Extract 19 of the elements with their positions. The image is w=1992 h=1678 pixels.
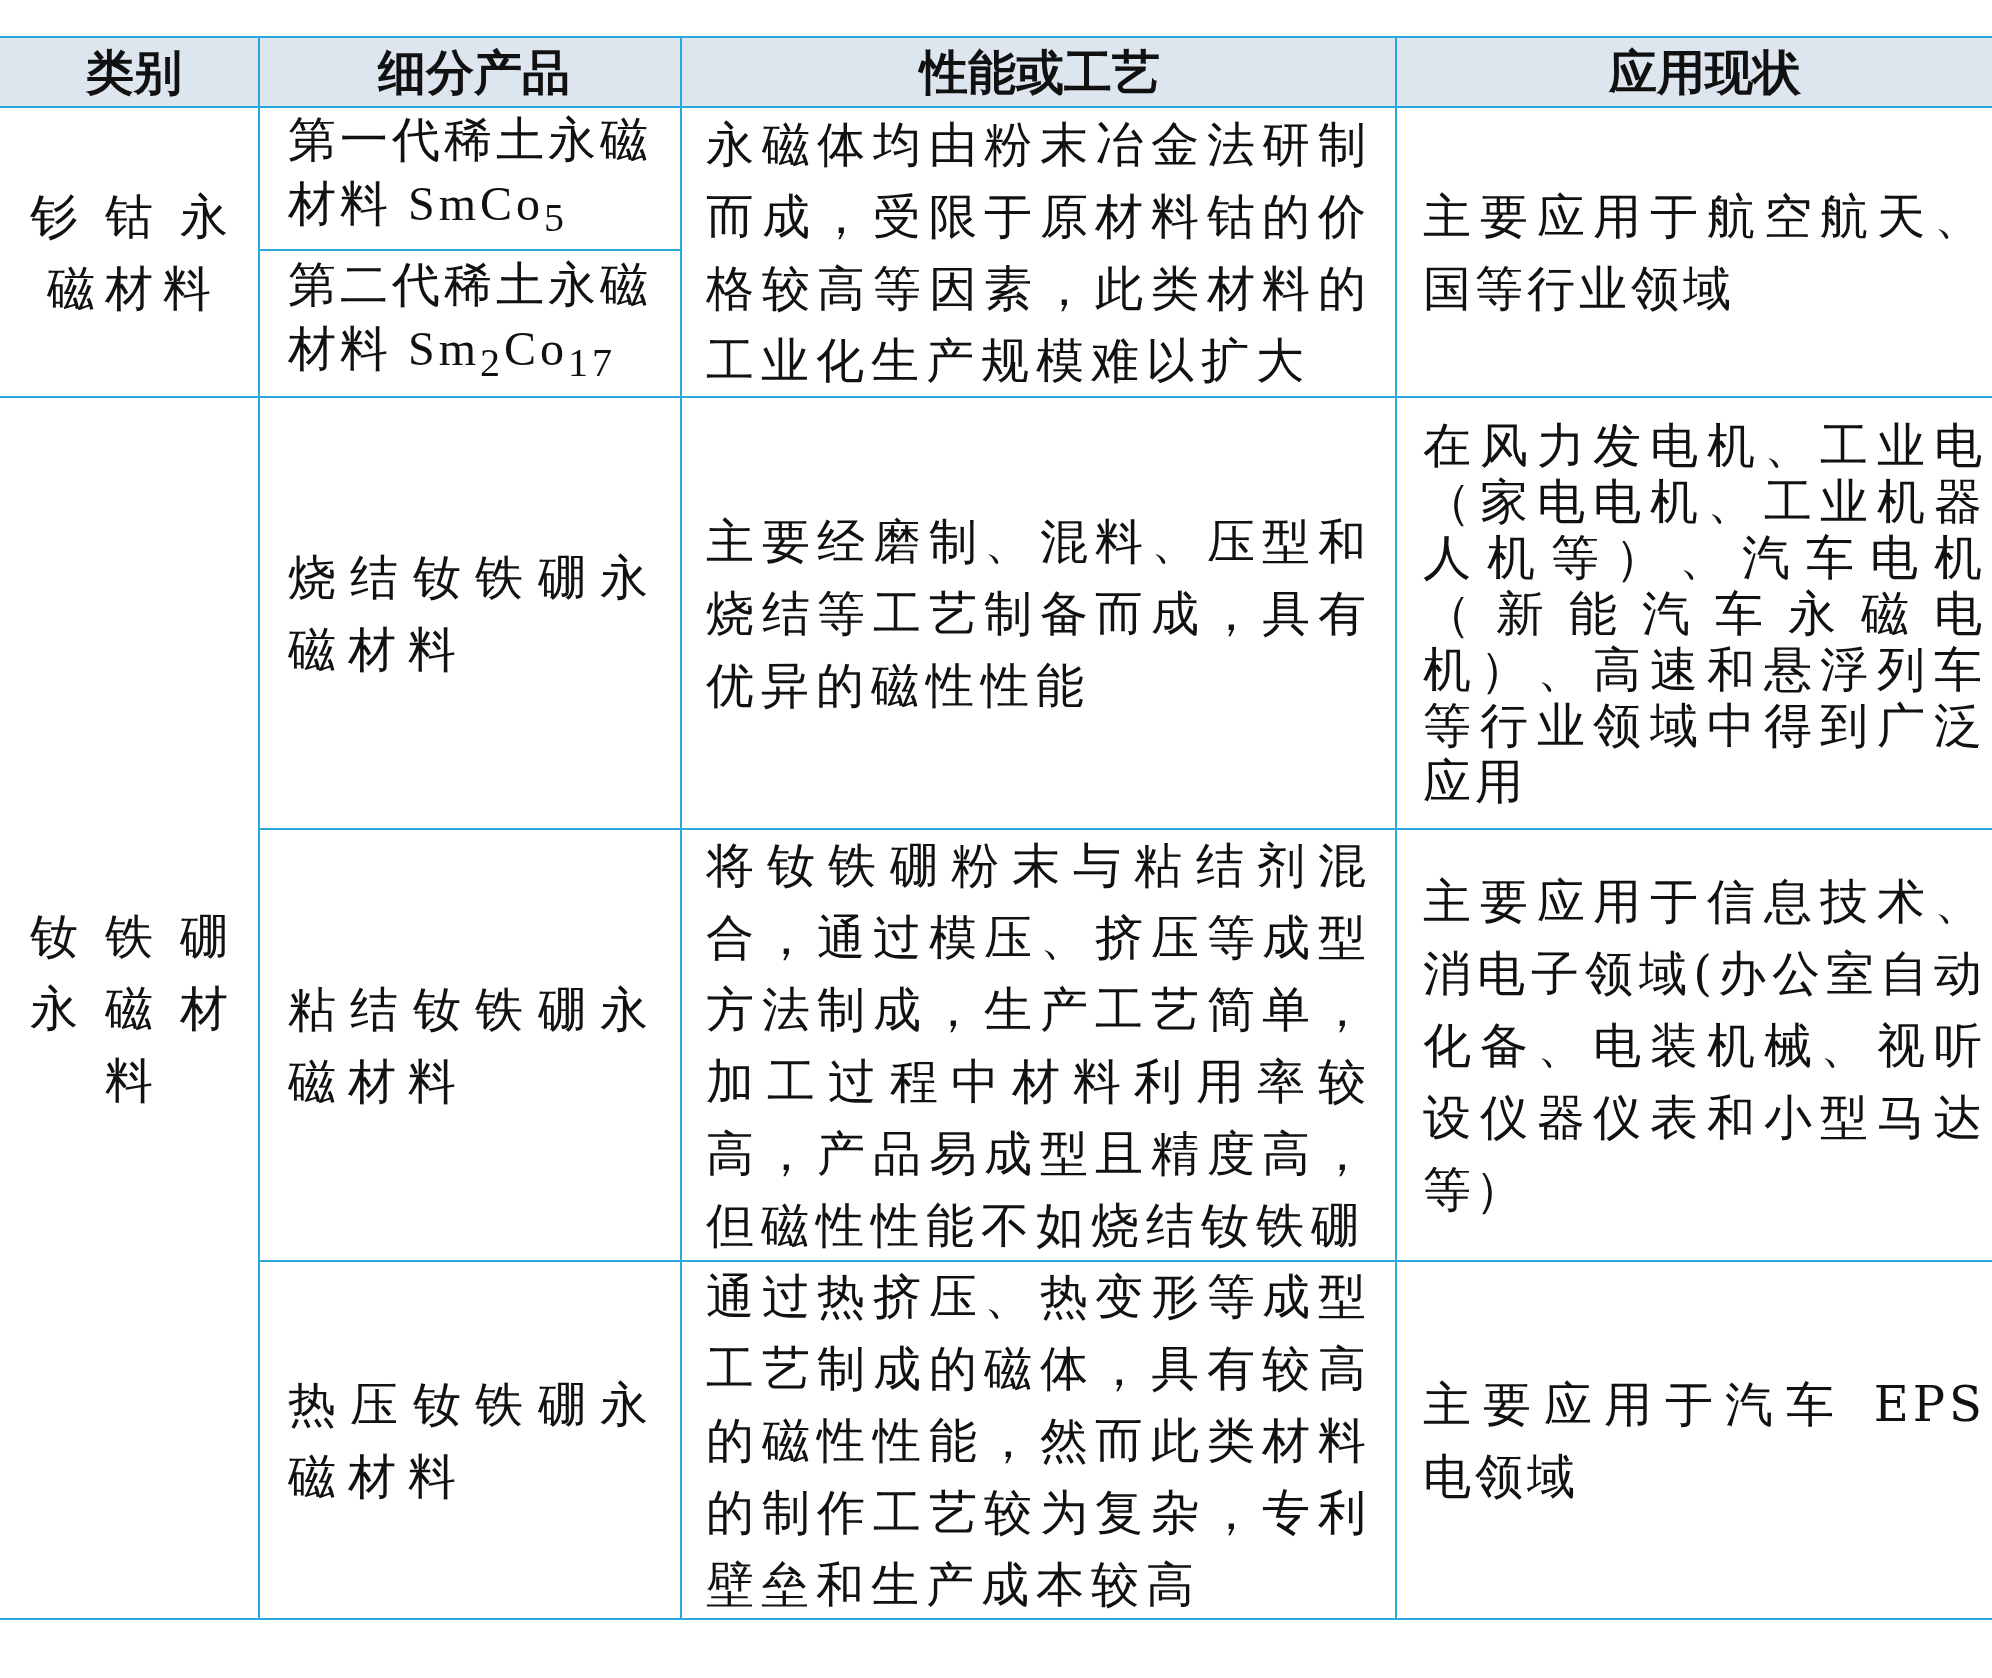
header-cell: 性能或工艺 [682,36,1397,108]
table-cell: 主要应用于信息技术、消电子领域(办公室自动化备、电装机械、视听设仪器仪表和小型马达等） [1397,830,1992,1262]
table-cell: 钐钴永磁材料 [0,108,260,398]
table-cell: 热压钕铁硼永磁材料 [260,1262,682,1620]
header-cell: 应用现状 [1397,36,1992,108]
table-cell: 主要应用于汽车 EPS 电领域 [1397,1262,1992,1620]
table-cell: 在风力发电机、工业电（家电电机、工业机器人机等）、汽车电机（新能汽车永磁电机）、高速和悬浮列车等行业领域中得到广泛应用 [1397,398,1992,830]
table-cell: 主要应用于航空航天、国等行业领域 [1397,108,1992,398]
table-cell: 第二代稀土永磁材料 Sm$_{2}$Co$_{17}$ [260,251,682,398]
table-cell: 将钕铁硼粉末与粘结剂混合，通过模压、挤压等成型方法制成，生产工艺简单，加工过程中材料利用率较高，产品易成型且精度高，但磁性性能不如烧结钕铁硼 [682,830,1397,1262]
table-cell: 烧结钕铁硼永磁材料 [260,398,682,830]
header-cell: 细分产品 [260,36,682,108]
table-cell: 通过热挤压、热变形等成型工艺制成的磁体，具有较高的磁性性能，然而此类材料的制作工艺较为复杂，专利壁垒和生产成本较高 [682,1262,1397,1620]
table-cell: 粘结钕铁硼永磁材料 [260,830,682,1262]
table-cell: 第一代稀土永磁材料 SmCo$_{5}$ [260,108,682,251]
header-cell: 类别 [0,36,260,108]
table-cell: 主要经磨制、混料、压型和烧结等工艺制备而成，具有优异的磁性性能 [682,398,1397,830]
table-cell: 永磁体均由粉末冶金法研制而成，受限于原材料钴的价格较高等因素，此类材料的工业化生产规模难以扩大 [682,108,1397,398]
table-cell: 钕铁硼永磁材料 [0,398,260,1620]
